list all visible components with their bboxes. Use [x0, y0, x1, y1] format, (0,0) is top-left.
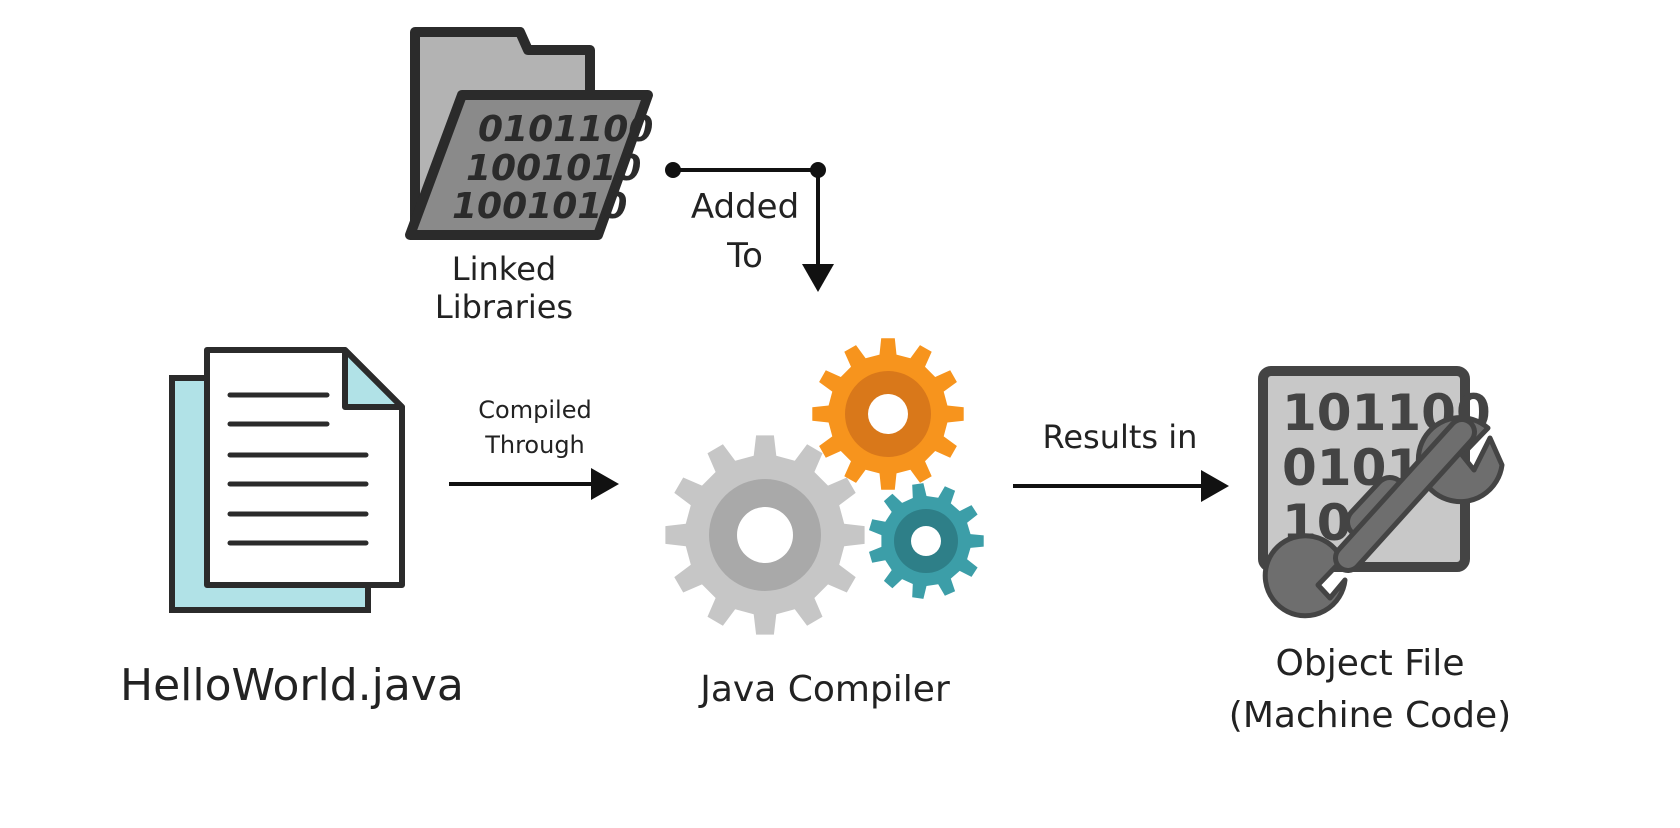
gear-gray-hole	[737, 507, 793, 563]
gear-teal-icon	[869, 483, 984, 599]
libraries-label: Linked Libraries	[404, 250, 604, 327]
object-file-label: Object File (Machine Code)	[1210, 638, 1530, 742]
binary-folder-icon: 0101100 1001010 1001010	[405, 27, 653, 240]
results-in-label: Results in	[1042, 418, 1198, 456]
object-file-label-line-1: Object File	[1275, 643, 1465, 684]
gear-orange-hole	[868, 394, 908, 434]
connector-start-dot	[665, 162, 681, 178]
compiler-label: Java Compiler	[700, 669, 950, 710]
source-file-label: HelloWorld.java	[120, 660, 464, 711]
folder-binary-line-1: 0101100	[478, 109, 653, 150]
gear-gray-icon	[665, 435, 865, 635]
object-file-label-line-2: (Machine Code)	[1228, 695, 1512, 737]
libraries-label-line-1: Linked	[451, 250, 557, 288]
added-to-label-line-2: To	[727, 236, 763, 277]
gear-teal-hole	[911, 526, 941, 556]
added-to-label: Added To	[675, 183, 815, 282]
gears-icon	[665, 338, 984, 635]
added-to-label-line-1: Added	[690, 187, 800, 227]
document-icon	[169, 347, 405, 613]
binary-file-wrench-icon: 101100 01011 10	[1258, 366, 1505, 619]
folder-binary-line-3: 1001010	[452, 186, 627, 227]
compiled-through-label: Compiled Through	[455, 393, 615, 463]
folder-binary-line-2: 1001010	[466, 148, 641, 189]
compiled-through-label-line-1: Compiled	[478, 396, 592, 424]
compiled-through-label-line-2: Through	[485, 430, 585, 459]
connector-corner-dot	[810, 162, 826, 178]
gear-orange-icon	[812, 338, 964, 490]
wrench-icon	[1262, 415, 1505, 619]
libraries-label-line-2: Libraries	[434, 288, 574, 327]
added-to-connector	[665, 162, 834, 292]
